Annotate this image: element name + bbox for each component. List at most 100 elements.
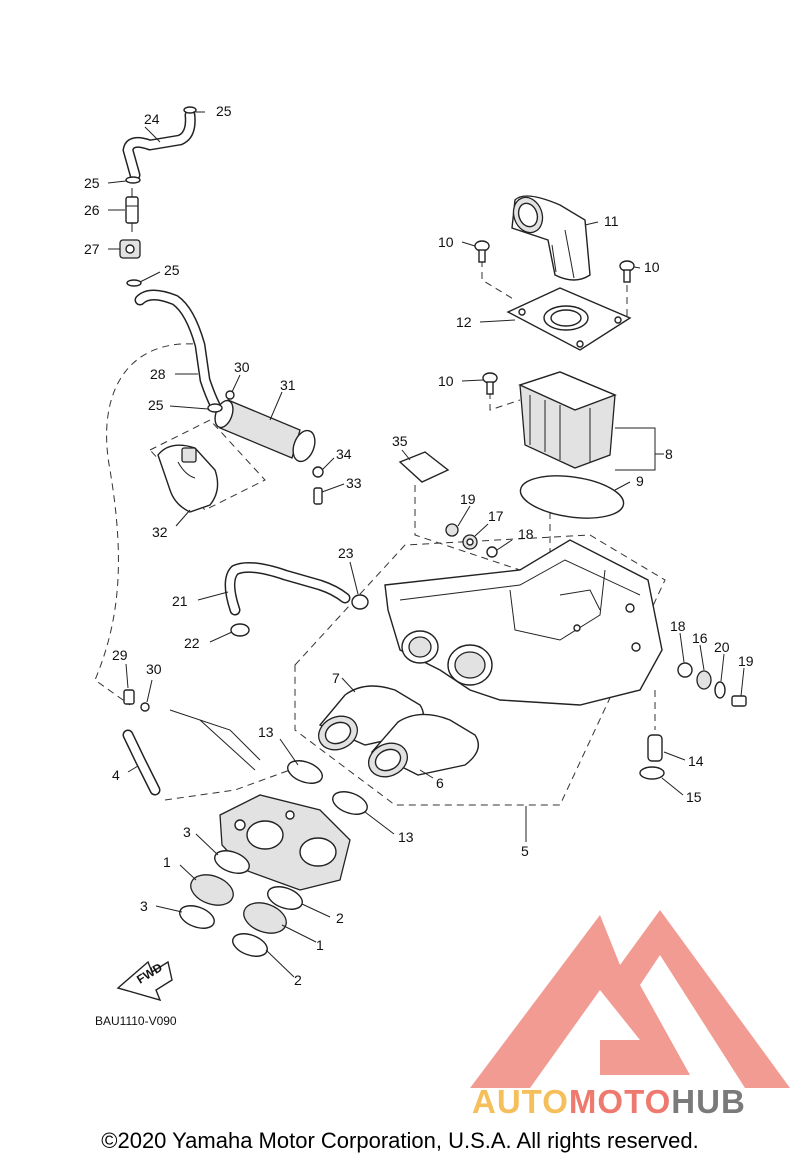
grommet-16 <box>696 670 712 690</box>
callout-35: 35 <box>392 433 408 449</box>
callout-29: 29 <box>112 647 128 663</box>
copyright-notice: ©2020 Yamaha Motor Corporation, U.S.A. A… <box>101 1128 699 1153</box>
callout-22: 22 <box>184 635 200 651</box>
watermark-auto: AUTO <box>472 1083 569 1120</box>
callout-10: 10 <box>644 259 660 275</box>
drain-hose-14 <box>647 734 663 762</box>
vent-hose-route <box>94 343 206 706</box>
watermark-hub: HUB <box>671 1083 746 1120</box>
intake-duct-11 <box>511 195 591 281</box>
callout-30: 30 <box>234 359 250 375</box>
callout-3: 3 <box>183 824 191 840</box>
callout-31: 31 <box>280 377 296 393</box>
callout-3: 3 <box>140 898 148 914</box>
clamp-2a <box>267 886 303 910</box>
automotohub-logo <box>470 910 790 1088</box>
callout-25: 25 <box>84 175 100 191</box>
callout-labels: 25 24 25 26 27 25 28 30 31 25 34 33 32 1… <box>84 103 754 988</box>
hose-24 <box>122 109 196 181</box>
callout-13: 13 <box>398 829 414 845</box>
hose-28 <box>134 289 221 411</box>
clamp-13b <box>332 791 368 815</box>
callout-11: 11 <box>604 213 619 229</box>
bolt-19b <box>731 695 747 707</box>
clip-30a <box>225 390 235 400</box>
canister-31 <box>214 399 316 463</box>
hose-29 <box>123 689 135 705</box>
air-filter-case-outline <box>294 534 666 806</box>
air-filter-8 <box>518 371 617 469</box>
callout-23: 23 <box>338 545 354 561</box>
clip-30b <box>140 702 150 712</box>
clamp-13a <box>287 760 323 784</box>
callout-1: 1 <box>163 854 171 870</box>
callout-25: 25 <box>164 262 180 278</box>
callout-1: 1 <box>316 937 324 953</box>
joint-6 <box>368 713 479 778</box>
callout-7: 7 <box>332 670 340 686</box>
callout-26: 26 <box>84 202 100 218</box>
damper-27 <box>119 239 141 259</box>
callout-10: 10 <box>438 373 454 389</box>
hose-4 <box>122 729 161 796</box>
bolt-10b <box>619 260 635 283</box>
callout-2: 2 <box>294 972 302 988</box>
callout-10: 10 <box>438 234 454 250</box>
callout-6: 6 <box>436 775 444 791</box>
callout-24: 24 <box>144 111 160 127</box>
bolt-link-10c <box>489 392 521 411</box>
clamp-25c <box>126 279 142 287</box>
case-link-line <box>414 485 521 571</box>
callout-14: 14 <box>688 753 704 769</box>
callout-27: 27 <box>84 241 100 257</box>
callout-16: 16 <box>692 630 708 646</box>
callout-2: 2 <box>336 910 344 926</box>
bracket-32 <box>157 444 219 513</box>
bolt-19 <box>445 523 459 537</box>
collar-18b <box>677 662 693 678</box>
breather-hose-21 <box>224 561 351 616</box>
callout-19: 19 <box>738 653 754 669</box>
callout-15: 15 <box>686 789 702 805</box>
grommet-17 <box>462 534 478 550</box>
clamp-25b <box>125 176 141 184</box>
callout-18: 18 <box>670 618 686 634</box>
diagram-reference-code: BAU1110-V090 <box>95 1014 177 1028</box>
fuel-filter-26 <box>125 188 139 232</box>
callout-25: 25 <box>216 103 232 119</box>
clamp-3b <box>179 905 215 929</box>
air-filter-case-5 <box>384 539 663 706</box>
callout-28: 28 <box>150 366 166 382</box>
bolt-link-10a <box>481 260 516 301</box>
clamp-25d <box>207 403 223 413</box>
callout-34: 34 <box>336 446 352 462</box>
gasket-9 <box>519 475 625 519</box>
watermark-text: AUTOMOTOHUB <box>472 1083 746 1120</box>
clamp-3a <box>214 850 250 874</box>
valve-33 <box>312 466 324 505</box>
callout-8: 8 <box>665 446 673 462</box>
clamp-2b <box>232 933 268 957</box>
throttle-body <box>169 709 351 891</box>
bolt-10c <box>482 372 498 395</box>
watermark-moto: MOTO <box>569 1083 671 1120</box>
callout-25: 25 <box>148 397 164 413</box>
callout-17: 17 <box>488 508 504 524</box>
fwd-arrow-icon: FWD <box>116 960 173 1002</box>
callout-13: 13 <box>258 724 274 740</box>
label-35 <box>398 451 450 483</box>
callout-21: 21 <box>172 593 188 609</box>
plate-12 <box>506 287 632 351</box>
callout-33: 33 <box>346 475 362 491</box>
leader-lines <box>107 111 745 978</box>
bolt-10a <box>474 240 490 263</box>
callout-9: 9 <box>636 473 644 489</box>
joint-1b <box>243 902 287 934</box>
callout-32: 32 <box>152 524 168 540</box>
callout-4: 4 <box>112 767 120 783</box>
collar-18 <box>486 546 498 558</box>
joint-1a <box>190 874 234 906</box>
callout-19: 19 <box>460 491 476 507</box>
